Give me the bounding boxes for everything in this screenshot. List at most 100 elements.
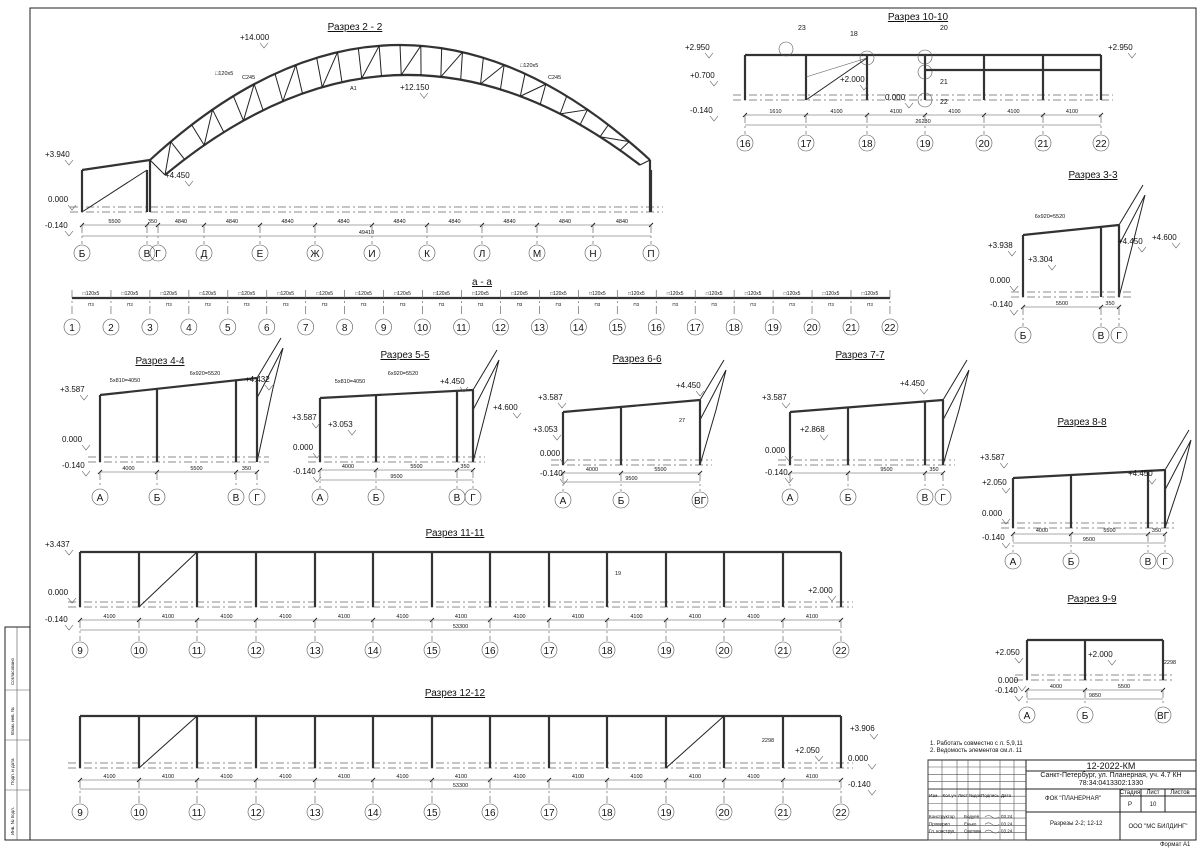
axis-label: 20 [718, 808, 730, 819]
dimension-value: 4840 [616, 219, 628, 225]
arch-support [148, 160, 652, 212]
axis-label: 10 [417, 323, 429, 334]
axis-label: В [454, 493, 461, 504]
elevation-arrow-icon [347, 429, 357, 436]
axis-bubble [336, 318, 353, 336]
arch-fragment [1118, 184, 1146, 298]
document-code: 12-2022-КМ [1087, 761, 1136, 771]
axis-label: 18 [601, 808, 613, 819]
axis-label: В [1098, 331, 1105, 342]
elevation-arrow-icon [64, 230, 74, 237]
axis-label: В [1145, 557, 1152, 568]
axis-bubble [464, 488, 482, 506]
axis-label: К [424, 249, 430, 260]
axis-label: Н [589, 249, 596, 260]
notes: 1. Работать совместно с л. 5,9,11 2. Вед… [930, 741, 1023, 754]
axis-bubble [715, 803, 733, 821]
axis-label: А [97, 493, 104, 504]
dimension-value: 5500 [108, 219, 120, 225]
company-name: ООО "МС БИЛДИНГ" [1128, 824, 1187, 830]
axis-label: 20 [978, 139, 990, 150]
canopy-beam [81, 158, 151, 172]
tb-header: №док [969, 793, 981, 798]
dimension-value: 4100 [338, 774, 350, 780]
axis-label: 9 [77, 808, 83, 819]
elevation-arrow-icon [512, 412, 522, 419]
member-label: C245 [242, 75, 255, 81]
axis-bubble [1139, 552, 1157, 570]
axis-label: 15 [426, 808, 438, 819]
axis-label: 13 [534, 323, 546, 334]
dimension-value: 4000 [586, 467, 598, 473]
tb-name: Енько [964, 821, 977, 826]
elevation-mark: 0.000 [990, 276, 1011, 285]
member-label: □120x5 [520, 63, 538, 69]
dimension-value: 4100 [103, 774, 115, 780]
member-label: П3 [88, 302, 94, 307]
axis-bubble [881, 318, 899, 336]
axis-bubble [1062, 552, 1080, 570]
elevation-mark: +2.050 [795, 746, 820, 755]
member-label: A1 [350, 86, 357, 92]
arch-fragment [256, 337, 284, 463]
axis-bubble [858, 134, 876, 152]
axis-bubble [528, 244, 546, 262]
axis-bubble [598, 803, 616, 821]
tb-header: Кол.уч [943, 793, 957, 798]
brace [138, 715, 198, 769]
axis-label: 17 [543, 808, 555, 819]
section-title: Разрез 10-10 [888, 12, 949, 23]
member-label: П3 [750, 302, 756, 307]
axis-bubble [71, 641, 89, 659]
elevation-mark: -0.140 [540, 469, 563, 478]
axis-bubble [473, 244, 491, 262]
arch-fragment [1164, 429, 1192, 529]
dimension-value: 4000 [1036, 528, 1048, 534]
axis-bubble [306, 641, 324, 659]
axis-bubble [803, 318, 821, 336]
dimension-value: 4100 [572, 774, 584, 780]
axis-bubble [975, 134, 993, 152]
dimension-value: 4100 [162, 774, 174, 780]
elevation-mark: +4.450 [900, 379, 925, 388]
axis-label: Г [1116, 331, 1122, 342]
axis-bubble [423, 803, 441, 821]
axis-label: 8 [342, 323, 348, 334]
member-label: П3 [283, 302, 289, 307]
section-title: Разрез 9-9 [1067, 594, 1117, 605]
arch-fragment [699, 359, 727, 466]
axis-label: 22 [835, 646, 847, 657]
axis-label: А [560, 496, 567, 507]
member-label: □120x5 [823, 291, 840, 297]
elevation-arrow-icon [869, 733, 879, 740]
elevation-arrow-icon [1001, 542, 1011, 549]
stamp-label: Взам. инв. № [10, 707, 15, 735]
axis-label: 18 [861, 139, 873, 150]
axis-label: 12 [495, 323, 507, 334]
elevation-mark: +3.304 [1028, 255, 1053, 264]
member-label: □120x5 [550, 291, 567, 297]
member-label: П3 [711, 302, 717, 307]
brace [81, 169, 148, 213]
member-label: □120x5 [667, 291, 684, 297]
tb-date: 03.24 [1001, 821, 1013, 826]
member-label: □120x5 [394, 291, 411, 297]
stage-header: Стадия [1120, 790, 1140, 796]
member-label: □120x5 [784, 291, 801, 297]
axis-label: 10 [133, 808, 145, 819]
axis-bubble [130, 641, 148, 659]
axis-bubble [657, 803, 675, 821]
member-label: 2298 [1164, 660, 1176, 666]
axis-label: 15 [426, 646, 438, 657]
axis-bubble [691, 491, 709, 509]
axis-bubble [647, 318, 665, 336]
member-label: C245 [548, 75, 561, 81]
axis-label: Б [1020, 331, 1027, 342]
member-label: П3 [322, 302, 328, 307]
dimension-value: 4100 [806, 614, 818, 620]
elevation-mark: 0.000 [765, 446, 786, 455]
